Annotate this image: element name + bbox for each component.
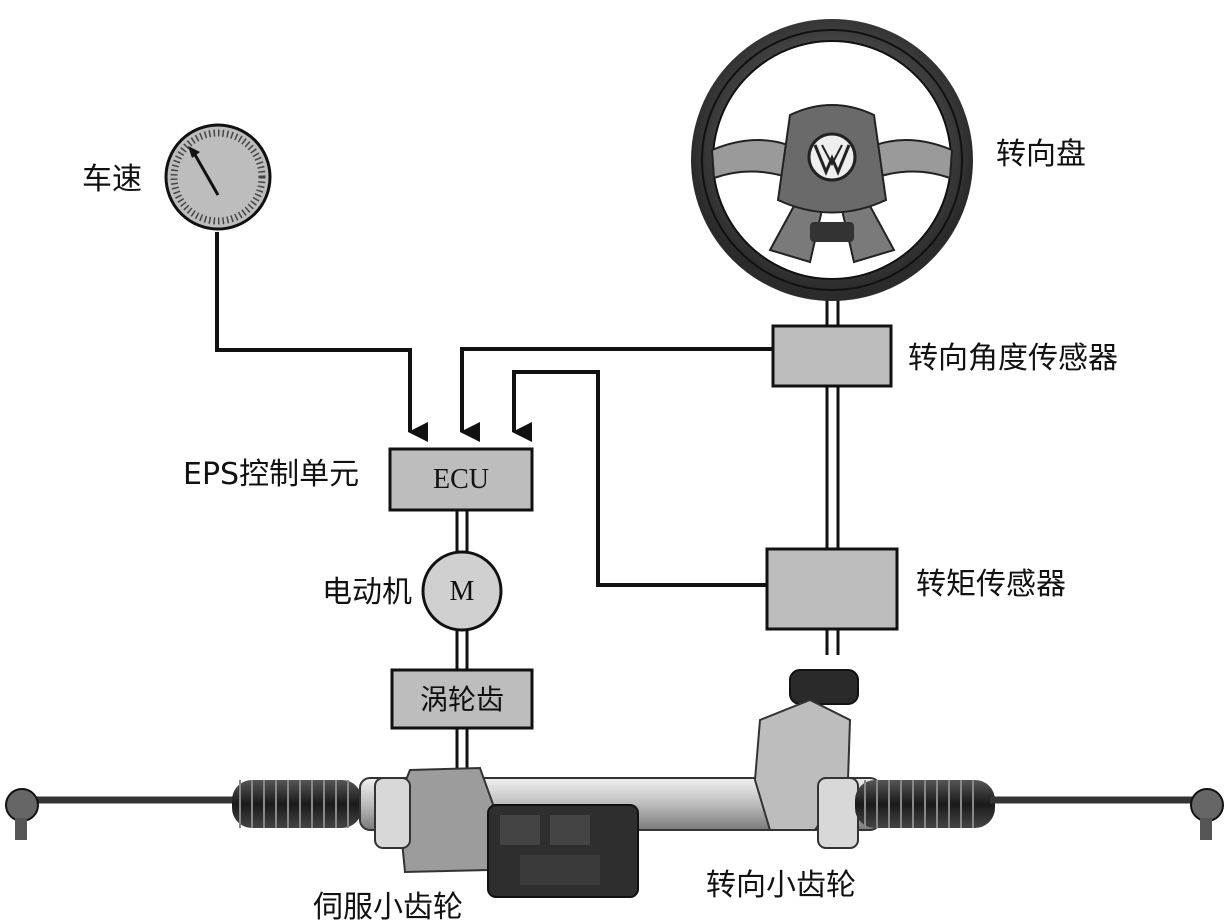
steering-angle-sensor-box [771,324,893,388]
torque-sensor-box [765,547,899,631]
electric-motor-circle [421,550,503,632]
speed-signal-line [215,232,428,442]
steering-angle-sensor-label: 转向角度传感器 [908,341,1118,376]
worm-gear-label: 涡轮齿 [420,683,504,716]
torque-signal-line [512,370,767,587]
ecu-box [388,447,534,512]
steering-wheel-icon [691,19,973,301]
signal-lines [215,232,773,587]
mechanical-shafts [455,290,840,770]
electric-motor-label: 电动机 [322,575,412,610]
steering-rack-assembly-icon [5,669,1224,898]
vehicle-speed-label: 车速 [82,162,142,197]
torque-sensor-label: 转矩传感器 [916,567,1066,602]
steering-wheel-label: 转向盘 [996,137,1086,172]
worm-gear-box [390,668,534,730]
eps-control-unit-label: EPS控制单元 [183,457,359,492]
speedometer-icon [164,123,272,231]
steering-pinion-label: 转向小齿轮 [706,868,856,903]
servo-pinion-label: 伺服小齿轮 [313,890,463,924]
angle-signal-line [460,347,773,442]
motor-symbol-label: M [450,576,475,607]
ecu-label: ECU [433,464,489,495]
